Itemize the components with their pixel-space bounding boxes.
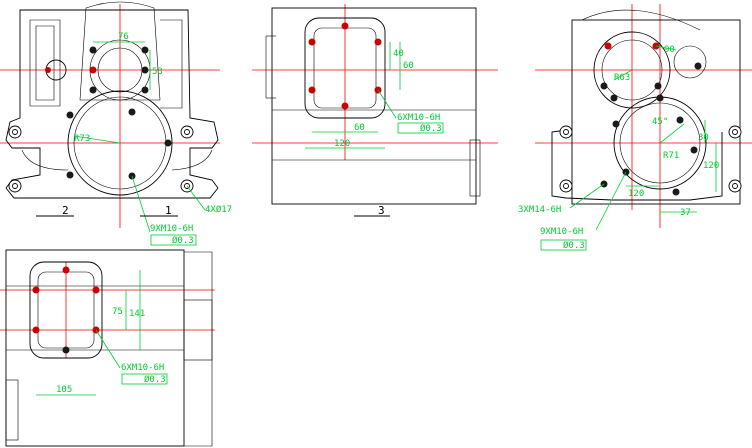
view1-position-tol: Ø0.3 [172,235,194,246]
view3-dim-bottom-b: 37 [680,208,691,218]
view1-hole-callout: 4XØ17 [205,204,232,215]
view4-thread-callout: 6XM10-6H [121,363,164,373]
view1-dim-width: 76 [118,32,129,42]
view3-dim-bottom-a: 120 [628,189,644,199]
view2-section-label: 3 [378,204,385,217]
view-3-rear: 90 R63 45° R71 30 120 120 37 3XM14-6H 9X… [518,4,752,251]
view2-dim-horiz-b: 120 [334,139,350,149]
view3-thread-callout-a: 3XM14-6H [518,205,561,215]
view-2-side: 40 60 60 120 6XM10-6H Ø0.3 3 [252,4,498,217]
view2-dim-horiz-a: 60 [354,123,365,133]
view1-section-left-label: 2 [62,204,69,217]
view3-dim-right-a: 30 [698,133,709,143]
view-1-front: 76 53 R73 4XØ17 9XM10-6H Ø0.3 2 1 [0,1,232,246]
view2-position-tol: Ø0.3 [420,123,442,134]
view1-dim-height: 53 [152,67,163,77]
view3-dim-top: 90 [664,45,675,55]
view2-dim-vert-a: 40 [393,49,404,59]
view3-radius-top: R63 [614,73,630,83]
view1-radius-label: R73 [74,134,90,144]
view-4-section: 75 141 105 6XM10-6H Ø0.3 [0,249,215,447]
view4-dim-horiz: 105 [56,385,72,395]
view3-angle: 45° [652,117,668,127]
view1-section-right-label: 1 [165,204,172,217]
view1-thread-callout: 9XM10-6H [150,224,193,234]
view3-radius-main: R71 [663,151,679,161]
view4-position-tol: Ø0.3 [144,374,166,385]
view3-dim-right-b: 120 [703,161,719,171]
view2-dim-vert-b: 60 [403,61,414,71]
view3-position-tol: Ø0.3 [563,240,585,251]
view4-dim-vert-a: 75 [112,307,123,317]
view4-dim-vert-b: 141 [129,309,145,319]
view2-thread-callout: 6XM10-6H [397,113,440,123]
view3-thread-callout-b: 9XM10-6H [540,227,583,237]
